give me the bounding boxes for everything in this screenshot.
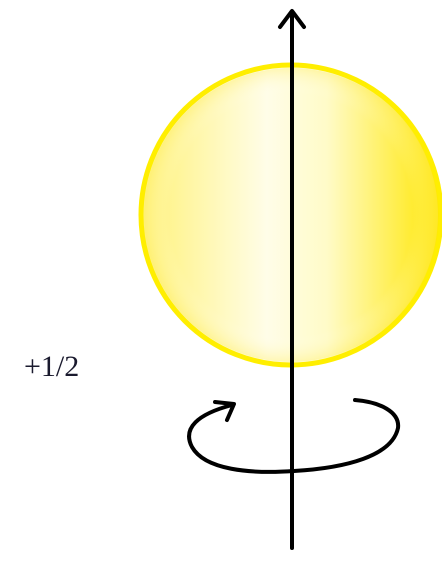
spin-label: +1/2 [24, 350, 79, 383]
